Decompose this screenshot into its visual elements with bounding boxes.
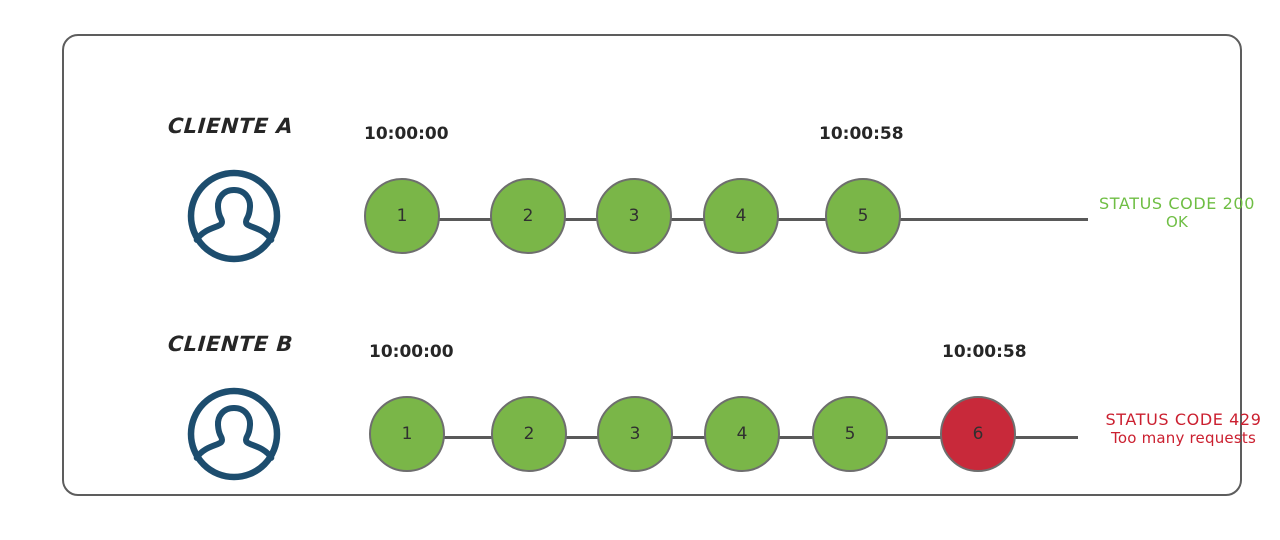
row-b-node-4[interactable]: 4: [704, 396, 780, 472]
row-b-status-code: STATUS CODE 429: [1105, 410, 1262, 429]
row-a-start-time: 10:00:00: [364, 124, 449, 144]
node-label: 2: [523, 423, 535, 444]
row-a-node-5[interactable]: 5: [825, 178, 901, 254]
node-label: 4: [735, 205, 747, 226]
client-b-label: CLIENTE B: [167, 332, 294, 356]
node-label: 3: [629, 423, 641, 444]
diagram-card: CLIENTE A 10:00:00 10:00:58 1 2 3 4 5 ST: [62, 34, 1261, 496]
row-b-status-label: STATUS CODE 429 Too many requests: [1091, 410, 1276, 448]
row-a-status-code: STATUS CODE 200: [1099, 194, 1255, 213]
row-a-node-1[interactable]: 1: [364, 178, 440, 254]
node-label: 4: [736, 423, 748, 444]
row-b-end-time: 10:00:58: [942, 342, 1027, 362]
node-label: 2: [522, 205, 534, 226]
row-a-end-time: 10:00:58: [819, 124, 904, 144]
node-label: 1: [401, 423, 413, 444]
node-label: 1: [396, 205, 408, 226]
row-b-start-time: 10:00:00: [369, 342, 454, 362]
row-b-node-3[interactable]: 3: [597, 396, 673, 472]
node-label: 3: [628, 205, 640, 226]
row-b-node-1[interactable]: 1: [369, 396, 445, 472]
row-b-node-6[interactable]: 6: [940, 396, 1016, 472]
row-b-node-2[interactable]: 2: [491, 396, 567, 472]
row-a-request-chain: 1 2 3 4 5: [364, 178, 1089, 260]
row-a-node-4[interactable]: 4: [703, 178, 779, 254]
user-avatar-icon: [184, 166, 284, 266]
user-avatar-icon: [184, 384, 284, 484]
node-label: 6: [972, 423, 984, 444]
row-b-request-chain: 1 2 3 4 5 6: [369, 396, 1084, 478]
client-a-label: CLIENTE A: [167, 114, 295, 138]
node-label: 5: [844, 423, 856, 444]
row-a-node-2[interactable]: 2: [490, 178, 566, 254]
row-b-node-5[interactable]: 5: [812, 396, 888, 472]
row-a-status-label: STATUS CODE 200 OK: [1092, 194, 1262, 232]
node-label: 5: [857, 205, 869, 226]
row-a-node-3[interactable]: 3: [596, 178, 672, 254]
row-b-status-text: Too many requests: [1111, 428, 1256, 447]
row-a-status-text: OK: [1165, 212, 1189, 231]
